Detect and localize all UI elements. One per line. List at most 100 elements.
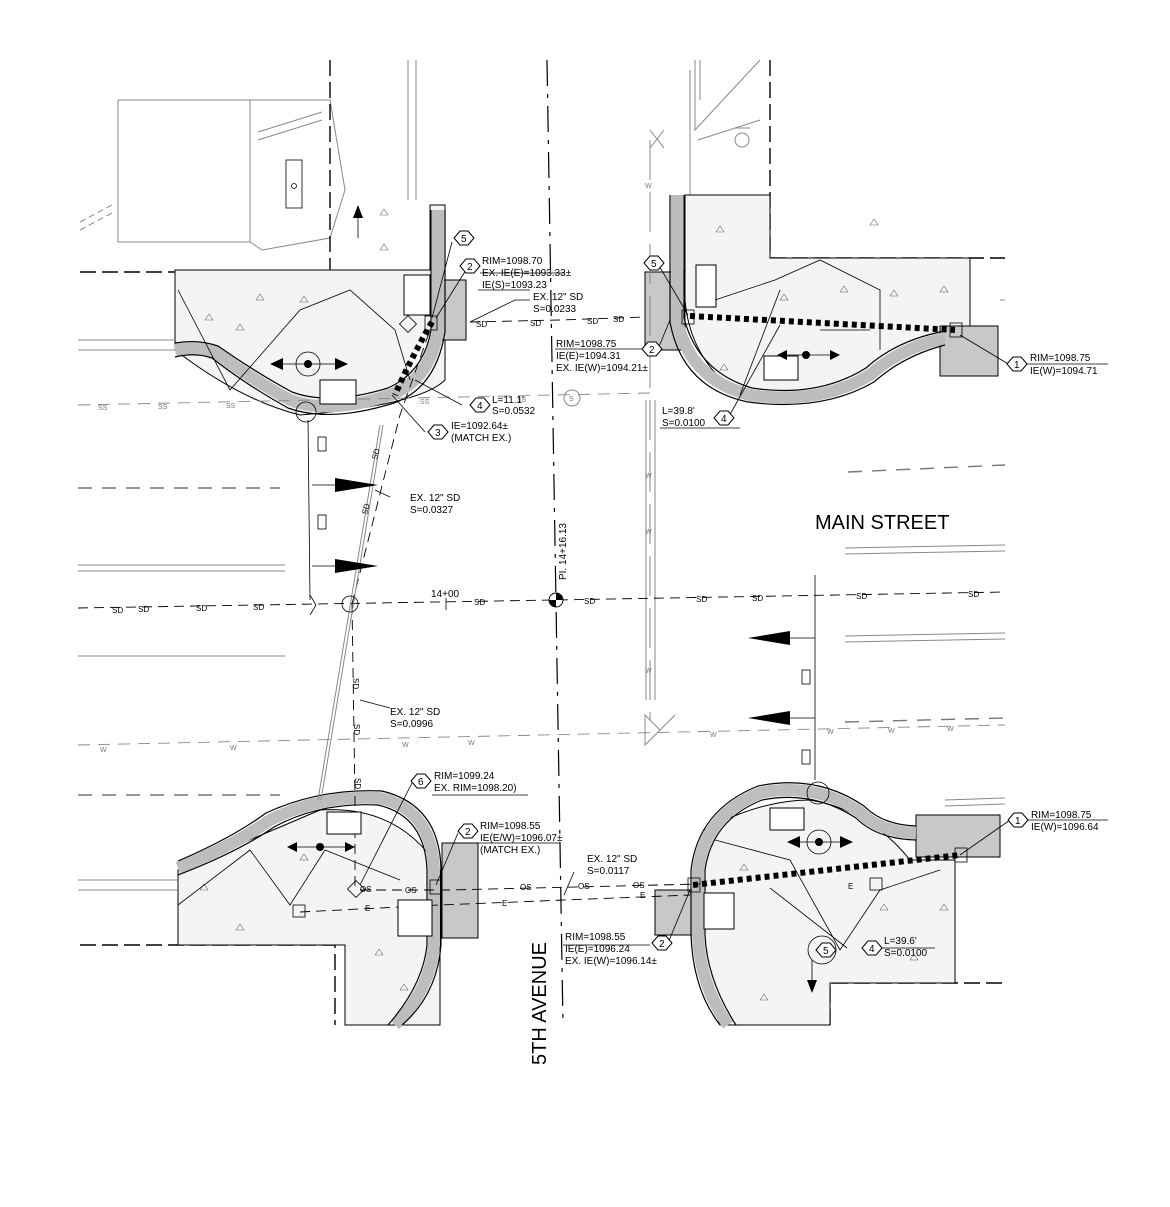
- ss-label: SS: [226, 403, 236, 410]
- sd-label: SD: [696, 595, 707, 604]
- svg-text:IE(W)=1094.71: IE(W)=1094.71: [1030, 366, 1098, 377]
- svg-text:5: 5: [651, 259, 657, 270]
- svg-text:IE(E)=1096.24: IE(E)=1096.24: [565, 944, 630, 955]
- note-nw-4: L=11.1' S=0.0532: [492, 395, 536, 417]
- svg-text:IE(E)=1094.31: IE(E)=1094.31: [556, 351, 621, 362]
- svg-text:5: 5: [461, 234, 467, 245]
- fifth-avenue-label: 5TH AVENUE: [529, 942, 551, 1065]
- sd-label: SD: [351, 678, 360, 689]
- svg-text:L=39.6': L=39.6': [884, 936, 917, 947]
- svg-text:IE(S)=1093.23: IE(S)=1093.23: [482, 280, 547, 291]
- svg-text:(MATCH EX.): (MATCH EX.): [480, 845, 540, 856]
- callout-nw-4: 4: [469, 397, 491, 413]
- note-se-4: L=39.6' S=0.0100: [884, 936, 928, 959]
- structures: [292, 264, 968, 937]
- ss-label: SS: [517, 397, 527, 404]
- note-sw-6: RIM=1099.24 EX. RIM=1098.20): [434, 771, 517, 794]
- svg-text:RIM=1098.70: RIM=1098.70: [482, 256, 543, 267]
- svg-text:RIM=1098.55: RIM=1098.55: [565, 932, 626, 943]
- svg-text:S: S: [569, 396, 574, 403]
- svg-text:4: 4: [869, 944, 875, 955]
- e-label: E: [365, 904, 370, 913]
- callout-se-2: 2: [651, 935, 673, 951]
- callout-se-5: 5: [807, 935, 837, 965]
- svg-text:1: 1: [1014, 360, 1020, 371]
- svg-text:S=0.0233: S=0.0233: [533, 304, 577, 315]
- note-nw-2: RIM=1098.70 EX. IE(E)=1093.33± IE(S)=109…: [482, 256, 572, 291]
- callout-ne-5: 5: [643, 255, 665, 271]
- svg-text:2: 2: [465, 827, 471, 838]
- sd-label: SD: [138, 605, 149, 614]
- w-label: W: [468, 740, 475, 747]
- w-label: W: [645, 183, 652, 190]
- ss-label: SS: [158, 404, 168, 411]
- w-label: W: [645, 529, 652, 536]
- note-sw-2: RIM=1098.55 IE(E/W)=1096.07± (MATCH EX.): [480, 821, 563, 856]
- svg-text:2: 2: [649, 345, 655, 356]
- flow-arrows: [270, 205, 853, 993]
- w-label: W: [710, 732, 717, 739]
- fifth-ave-centerline: [546, 59, 564, 1026]
- callout-se-4: 4: [861, 940, 883, 956]
- station-label: 14+00: [431, 589, 460, 600]
- utility-poles: [307, 419, 816, 780]
- annotations: RIM=1098.70 EX. IE(E)=1093.33± IE(S)=109…: [390, 256, 1099, 967]
- os-label: OS: [360, 885, 372, 894]
- os-label: OS: [520, 883, 532, 892]
- callout-ne-4: 4: [713, 410, 735, 426]
- note-s-pipe: EX. 12" SD S=0.0117: [587, 854, 637, 877]
- sd-label: SD: [584, 597, 595, 606]
- corner-linework: [177, 259, 941, 951]
- note-se-2: RIM=1098.55 IE(E)=1096.24 EX. IE(W)=1096…: [565, 932, 657, 967]
- svg-text:(MATCH EX.): (MATCH EX.): [451, 433, 511, 444]
- sd-label: SD: [587, 317, 598, 326]
- svg-text:S=0.0532: S=0.0532: [492, 406, 536, 417]
- w-label: W: [100, 747, 107, 754]
- svg-text:S=0.0117: S=0.0117: [587, 866, 630, 877]
- callout-sw-2: 2: [457, 823, 479, 839]
- sd-label: SD: [752, 594, 763, 603]
- callout-nw-3: 3: [427, 424, 449, 440]
- svg-text:EX. IE(E)=1093.33±: EX. IE(E)=1093.33±: [482, 268, 572, 279]
- os-label: OS: [578, 882, 590, 891]
- svg-text:IE=1092.64±: IE=1092.64±: [451, 421, 508, 432]
- svg-text:1: 1: [1015, 816, 1021, 827]
- sd-label: SD: [968, 590, 979, 599]
- svg-text:EX. IE(W)=1094.21±: EX. IE(W)=1094.21±: [556, 363, 648, 374]
- leader-lines: [359, 241, 1108, 949]
- svg-text:RIM=1099.24: RIM=1099.24: [434, 771, 495, 782]
- callout-ne-2: 2: [641, 341, 663, 357]
- svg-text:EX. 12" SD: EX. 12" SD: [390, 707, 440, 718]
- svg-text:RIM=1098.55: RIM=1098.55: [480, 821, 541, 832]
- sd-label: SD: [360, 502, 372, 515]
- note-w-pipe-1: EX. 12" SD S=0.0327: [410, 493, 460, 516]
- e-label: E: [502, 899, 507, 908]
- sd-label: SD: [253, 603, 264, 612]
- sd-label: SD: [476, 320, 487, 329]
- lane-lines: [78, 299, 1006, 891]
- svg-text:RIM=1098.75: RIM=1098.75: [556, 339, 617, 350]
- callout-ne-1: 1: [1006, 356, 1028, 372]
- w-label: W: [645, 668, 652, 675]
- proposed-pipes: [392, 313, 961, 888]
- sd-label: SD: [613, 315, 624, 324]
- callout-nw-5: 5: [453, 230, 475, 246]
- sd-label: SD: [856, 592, 867, 601]
- note-se-1: RIM=1098.75 IE(W)=1096.64: [1031, 810, 1099, 833]
- note-ne-1: RIM=1098.75 IE(W)=1094.71: [1030, 353, 1098, 377]
- pi-label: PI. 14+16.13: [558, 523, 569, 580]
- svg-text:5: 5: [823, 946, 829, 957]
- sd-label: SD: [474, 598, 485, 607]
- note-nw-3: IE=1092.64± (MATCH EX.): [451, 421, 511, 444]
- svg-text:S=0.0327: S=0.0327: [410, 505, 454, 516]
- svg-text:EX. IE(W)=1096.14±: EX. IE(W)=1096.14±: [565, 956, 657, 967]
- w-label: W: [827, 729, 834, 736]
- svg-text:2: 2: [467, 262, 473, 273]
- note-nw-pipe: EX. 12" SD S=0.0233: [533, 292, 583, 315]
- svg-text:EX. 12" SD: EX. 12" SD: [587, 854, 637, 865]
- svg-text:6: 6: [418, 777, 424, 788]
- w-label: W: [230, 745, 237, 752]
- svg-text:2: 2: [659, 939, 665, 950]
- note-ne-2: RIM=1098.75 IE(E)=1094.31 EX. IE(W)=1094…: [556, 339, 648, 374]
- w-label: W: [402, 742, 409, 749]
